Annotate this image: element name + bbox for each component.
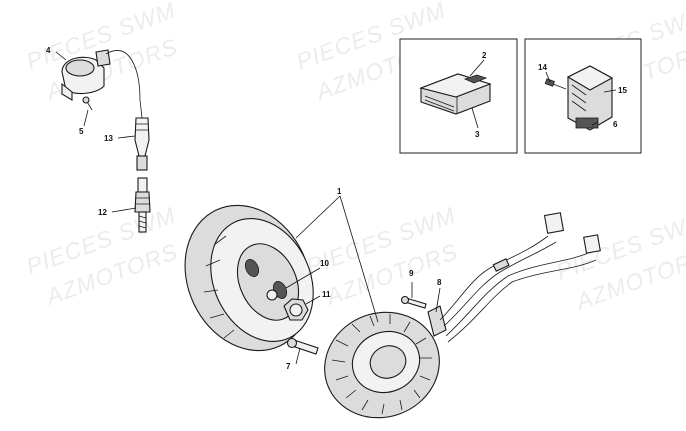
callout-3: 3 [475, 130, 480, 139]
ht-lead [105, 50, 150, 171]
callout-10: 10 [320, 259, 329, 268]
flywheel [184, 204, 314, 352]
callout-7: 7 [286, 362, 291, 371]
callout-13: 13 [104, 134, 113, 143]
callout-9: 9 [409, 269, 414, 278]
spark-plug [134, 177, 151, 233]
inset-box-cdi [399, 38, 518, 154]
bolt-7 [286, 337, 319, 355]
screw-9 [400, 295, 427, 309]
callout-6: 6 [613, 120, 618, 129]
callout-4: 4 [46, 46, 51, 55]
callout-14: 14 [538, 63, 547, 72]
inset-box-regulator [524, 38, 642, 154]
callout-5: 5 [79, 127, 84, 136]
flywheel-nut [283, 298, 309, 321]
leader-lines [55, 51, 617, 365]
callout-15: 15 [618, 86, 627, 95]
callout-11: 11 [322, 290, 331, 299]
callout-12: 12 [98, 208, 107, 217]
wiring-harness [427, 212, 601, 343]
callout-8: 8 [437, 278, 442, 287]
ignition-coil [61, 49, 111, 111]
callout-labels: 1 2 3 4 5 6 7 8 9 10 11 12 13 14 15 [46, 46, 627, 371]
callout-1: 1 [337, 187, 342, 196]
stator [324, 311, 440, 419]
callout-2: 2 [482, 51, 487, 60]
